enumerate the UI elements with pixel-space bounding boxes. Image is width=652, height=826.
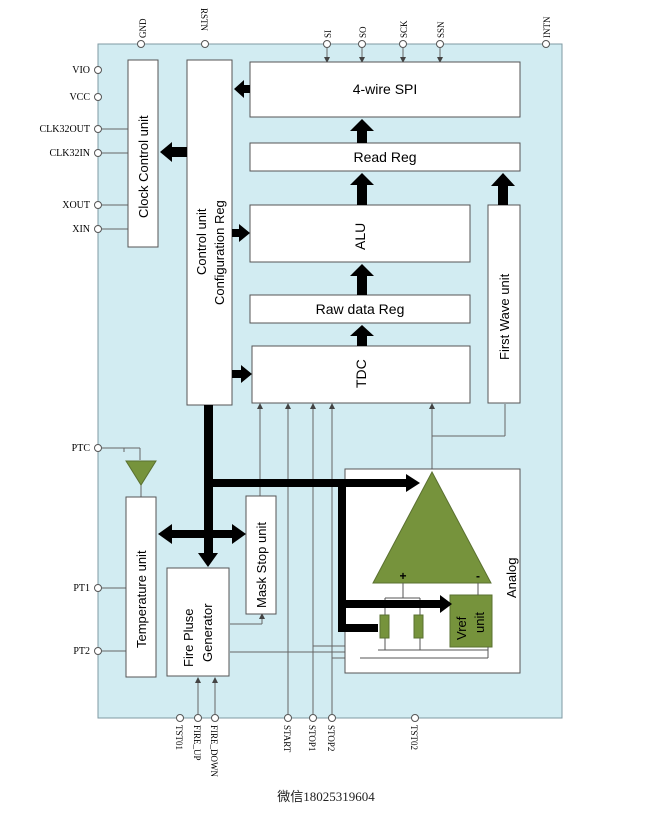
clock-control-label: Clock Control unit (136, 115, 151, 218)
switch-2 (413, 614, 424, 639)
pin-xin: XIN (72, 224, 90, 235)
spi-block (249, 61, 521, 118)
mask-stop-block (245, 495, 277, 615)
alu-label: ALU (352, 223, 368, 250)
footer-text: 微信18025319604 (277, 789, 375, 804)
tdc-block (251, 345, 471, 404)
pin-vcc: VCC (69, 92, 90, 103)
pin-ssn: SSN (436, 21, 446, 38)
control-unit-label-line1: Control unit (194, 208, 209, 275)
pin-rstn: RSTN (199, 8, 209, 32)
fire-pulse-label-line2: Generator (200, 603, 215, 662)
switch-1 (379, 614, 390, 639)
pin-clk32in: CLK32IN (49, 148, 90, 159)
temperature-block (125, 496, 157, 678)
fire-pulse-label-line1: Fire Pluse (181, 608, 196, 667)
spi-label: 4-wire SPI (353, 81, 418, 97)
ptc-triangle (125, 460, 157, 486)
pin-vio: VIO (72, 65, 90, 76)
analog-label: Analog (504, 558, 519, 598)
bottom-pins: TST01 FIRE_UP FIRE_DOWN START STOP1 STOP… (174, 714, 419, 777)
left-pins: VIO VCC CLK32OUT CLK32IN XOUT XIN PTC PT… (39, 65, 102, 657)
read-reg-block (249, 142, 521, 172)
clock-control-block (127, 59, 159, 248)
first-wave-label: First Wave unit (497, 273, 512, 360)
pin-stop1: STOP1 (307, 725, 317, 751)
pin-sck: SCK (399, 20, 409, 38)
vref-label-line1: Vref (454, 616, 469, 640)
pin-tst01: TST01 (174, 725, 184, 750)
tdc-label: TDC (353, 359, 369, 388)
pin-si: SI (323, 30, 333, 38)
comparator-plus: + (399, 569, 406, 583)
temperature-label: Temperature unit (134, 550, 149, 648)
pin-ptc: PTC (72, 443, 91, 454)
pin-start: START (282, 725, 292, 753)
top-pins: GND RSTN SI SO SCK SSN INTN (137, 8, 552, 48)
comparator-triangle (372, 470, 492, 584)
pin-stop2: STOP2 (326, 725, 336, 751)
pin-so: SO (358, 26, 368, 38)
pin-xout: XOUT (62, 200, 90, 211)
comparator-minus: - (476, 569, 480, 583)
vref-block (449, 594, 493, 648)
pin-pt2: PT2 (73, 646, 90, 657)
pin-tst02: TST02 (409, 725, 419, 750)
pin-clk32out: CLK32OUT (39, 124, 90, 135)
thick-arrows (158, 80, 515, 632)
raw-data-reg-block (249, 294, 471, 324)
pin-fire-down: FIRE_DOWN (209, 725, 219, 777)
alu-block (249, 204, 471, 263)
control-unit-label-line2: Configuration Reg (212, 200, 227, 305)
vref-label-line2: unit (472, 612, 487, 633)
read-reg-label: Read Reg (353, 149, 416, 165)
pin-gnd: GND (138, 18, 148, 38)
first-wave-block (487, 204, 521, 404)
raw-data-reg-label: Raw data Reg (316, 301, 405, 317)
pin-pt1: PT1 (73, 583, 90, 594)
mask-stop-label: Mask Stop unit (254, 522, 269, 608)
fire-pulse-block (166, 567, 230, 677)
pin-intn: INTN (542, 16, 552, 38)
pin-fire-up: FIRE_UP (192, 725, 202, 761)
